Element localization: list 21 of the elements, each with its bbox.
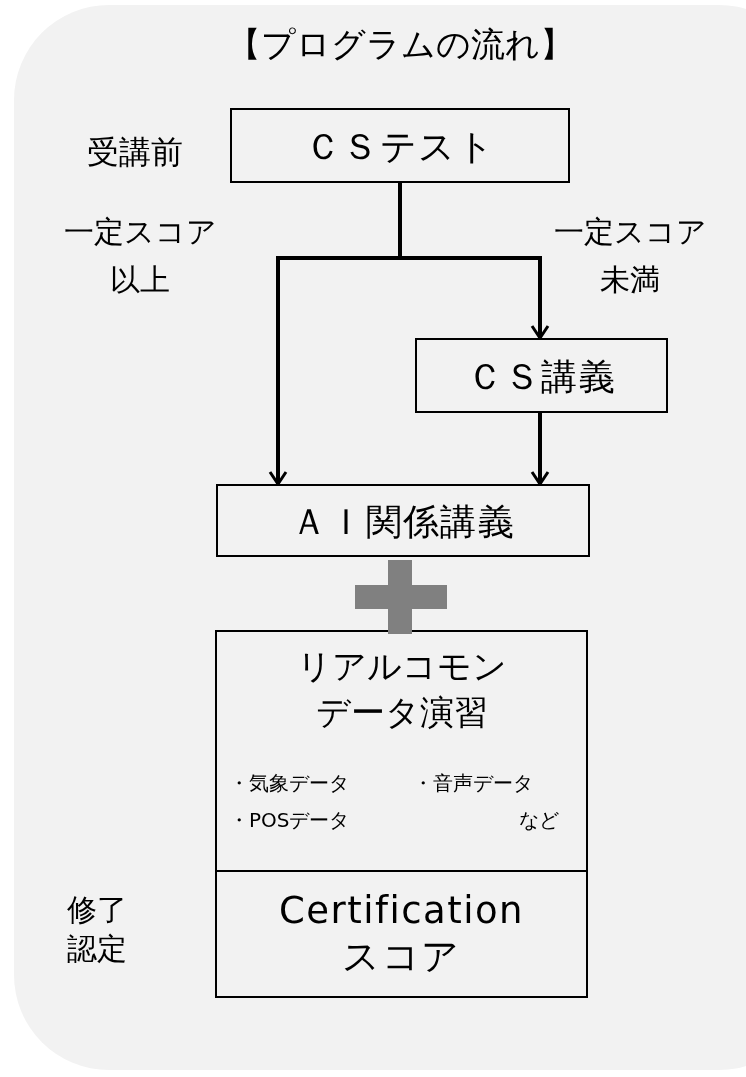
node-label: ＣＳテスト <box>304 124 496 168</box>
process-box <box>215 870 588 998</box>
process-box <box>216 484 590 557</box>
process-box <box>215 630 588 872</box>
arrow <box>530 413 550 486</box>
node-label: Certification スコア <box>277 887 525 980</box>
node-label: リアルコモンデータ演習 <box>295 645 508 734</box>
arrow <box>398 183 550 340</box>
process-box <box>230 108 570 183</box>
node-label: ＣＳ講義 <box>466 354 617 398</box>
side-label: 受講前 <box>86 132 184 173</box>
title: 【プログラムの流れ】 <box>225 23 575 66</box>
side-label: 修了認定 <box>65 891 128 968</box>
list-item: など <box>518 807 559 833</box>
edge-label: 一定スコア未満 <box>552 213 708 299</box>
node-label: ＡＩ関係講義 <box>290 499 516 543</box>
list-item: ・音声データ <box>413 770 534 796</box>
process-box <box>415 338 668 413</box>
list-item: ・気象データ <box>229 770 350 796</box>
list-item: ・POSデータ <box>229 807 351 833</box>
edge-label: 一定スコア以上 <box>62 213 218 299</box>
